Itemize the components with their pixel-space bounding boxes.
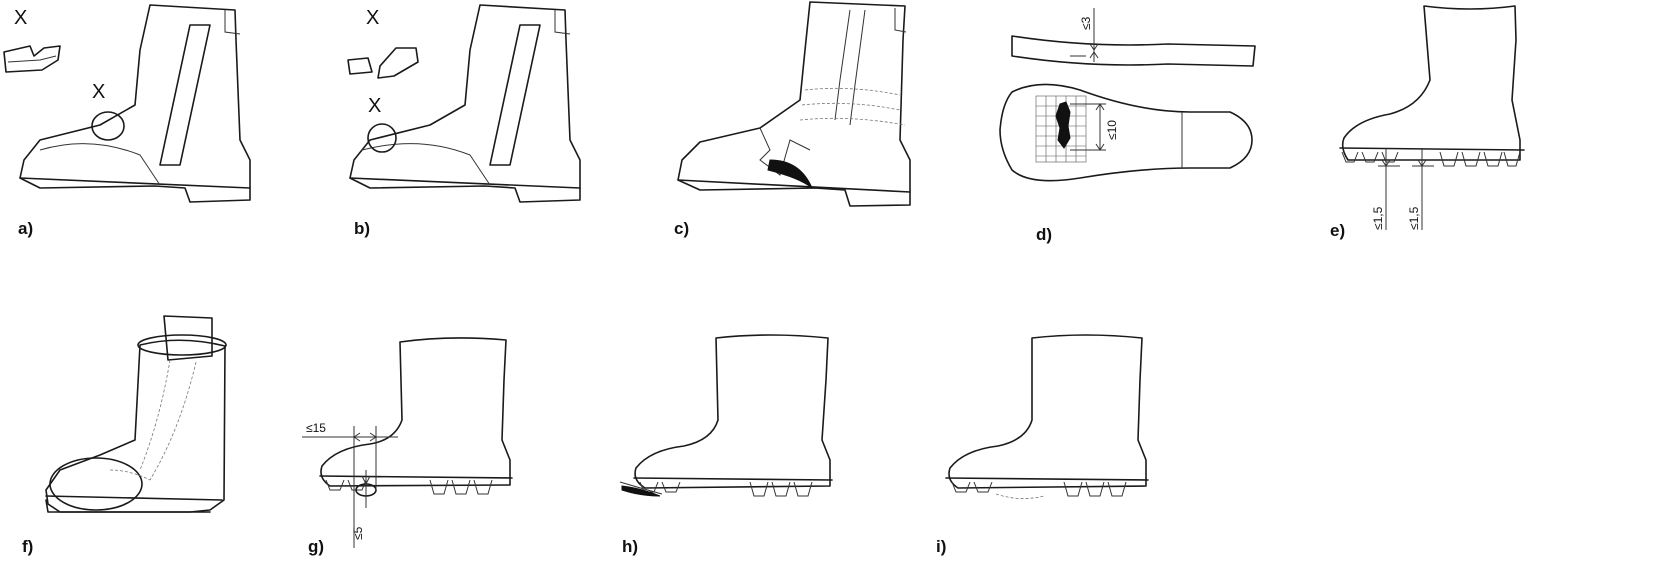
panel-f-boot-drawing <box>45 315 227 513</box>
panel-d-dim-thickness: ≤3 <box>1079 16 1093 30</box>
panel-b-label: b) <box>354 219 370 238</box>
panel-c-tear-fill <box>767 159 813 189</box>
panel-a-defect-circle <box>91 111 125 141</box>
panel-d-dim-depth: ≤10 <box>1105 120 1119 140</box>
panel-c-boot-drawing <box>677 1 911 207</box>
panel-c-label: c) <box>674 219 689 238</box>
panel-b-detail-pieces <box>347 47 419 79</box>
panel-a-detail-piece <box>3 45 61 73</box>
panel-i: i) <box>936 334 1149 556</box>
panel-b-defect-mark: X <box>368 95 381 117</box>
panel-a-label: a) <box>18 219 33 238</box>
panel-d: ≤3 ≤10 <box>999 8 1256 244</box>
panel-a: X X a) <box>3 4 251 238</box>
panel-h-label: h) <box>622 537 638 556</box>
panel-g: ≤15 ≤5 g) <box>302 337 513 556</box>
panel-b-detail-mark: X <box>366 7 379 29</box>
panel-f: f) <box>22 315 227 556</box>
panel-a-detail-mark: X <box>14 7 27 29</box>
panel-g-label: g) <box>308 537 324 556</box>
panel-d-label: d) <box>1036 225 1052 244</box>
panel-b-defect-circle <box>367 123 397 153</box>
panel-f-toe-highlight <box>49 457 143 511</box>
panel-d-side-section: ≤3 <box>1011 8 1256 67</box>
panel-c: c) <box>674 1 911 238</box>
panel-h: h) <box>619 334 833 556</box>
panel-g-boot-drawing: ≤15 ≤5 <box>302 337 513 548</box>
panel-e: ≤1,5 ≤1,5 e) <box>1330 5 1525 240</box>
panel-i-worn-tread <box>995 493 1045 499</box>
panel-i-boot-drawing <box>945 334 1149 499</box>
panel-i-label: i) <box>936 537 946 556</box>
panel-a-boot-drawing <box>19 4 251 203</box>
panel-b: X X b) <box>347 4 581 238</box>
panel-e-boot-drawing: ≤1,5 ≤1,5 <box>1339 5 1525 230</box>
panel-e-dim-right: ≤1,5 <box>1407 206 1421 230</box>
panel-a-defect-mark: X <box>92 81 105 103</box>
panel-e-label: e) <box>1330 221 1345 240</box>
panel-e-dim-left: ≤1,5 <box>1371 206 1385 230</box>
panel-f-label: f) <box>22 537 33 556</box>
panel-d-sole-plan: ≤10 <box>999 83 1253 182</box>
panel-g-dim-depth: ≤5 <box>351 526 365 540</box>
panel-g-dim-length: ≤15 <box>306 421 326 435</box>
panel-f-inserted-block <box>163 315 213 361</box>
panel-d-defect-fill <box>1055 101 1071 149</box>
panel-h-boot-drawing <box>619 334 833 497</box>
panel-h-sole-separation-fill <box>621 485 661 497</box>
panel-b-boot-drawing <box>349 4 581 203</box>
